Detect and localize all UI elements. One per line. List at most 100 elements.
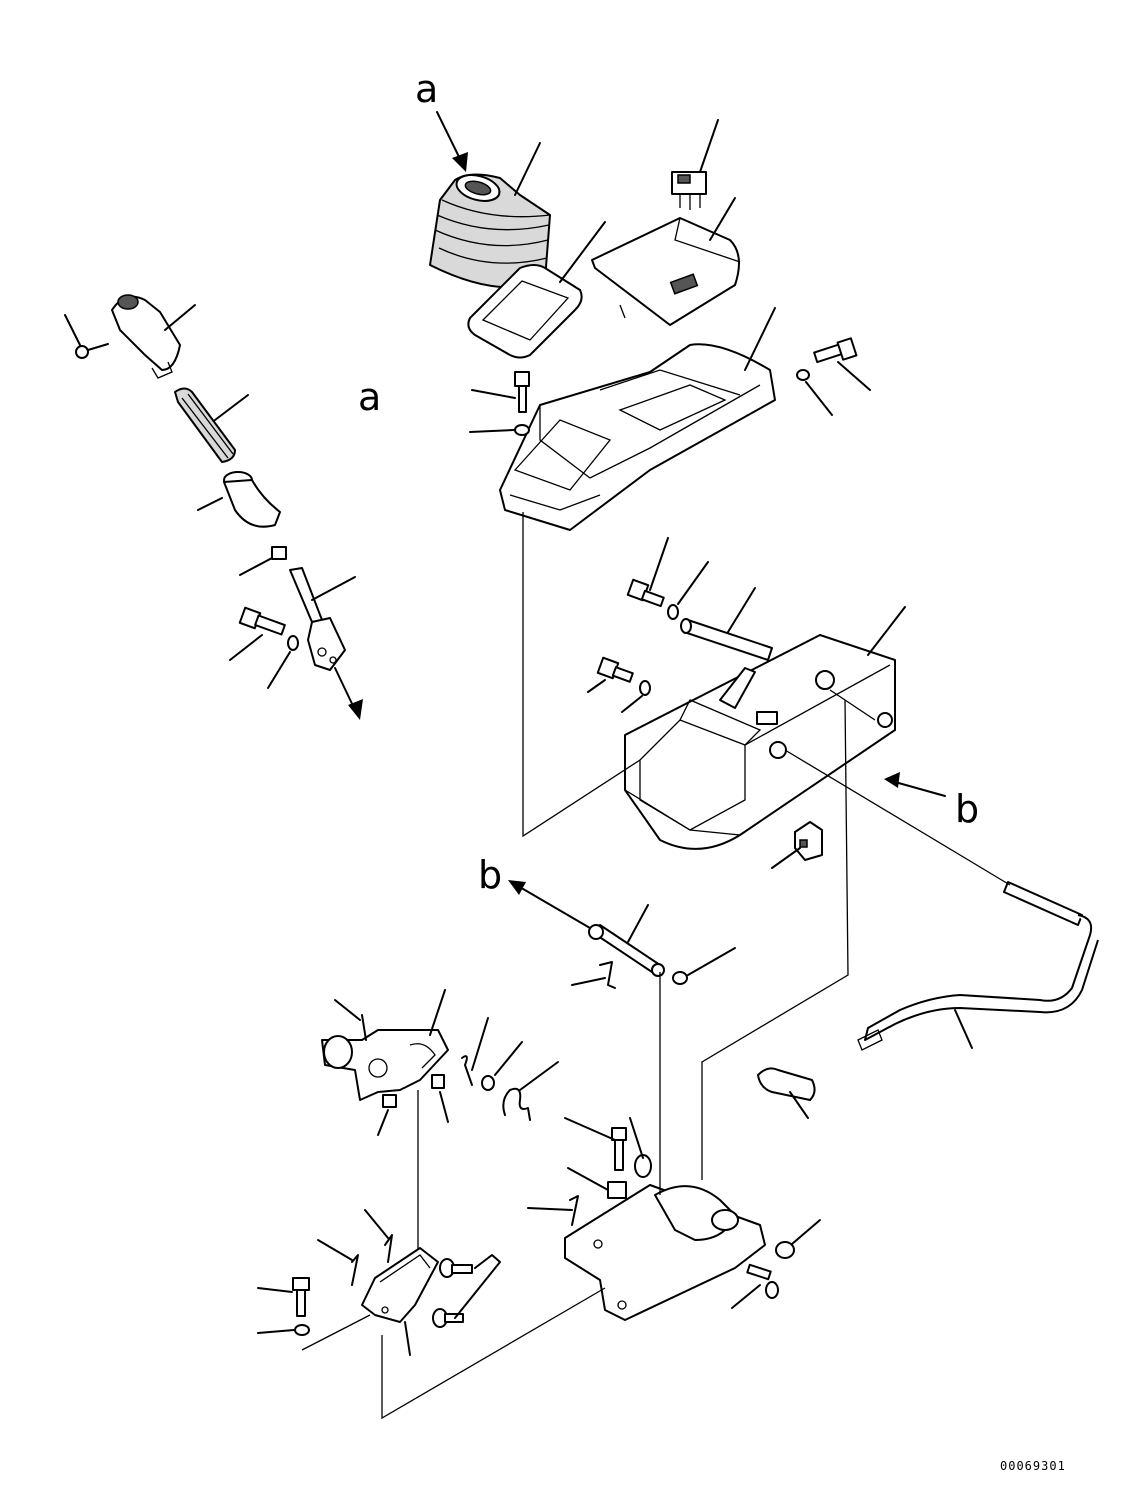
lever-nut — [271, 546, 287, 560]
hex-bolt-right — [813, 337, 858, 364]
leader-cotter-link — [471, 1017, 489, 1071]
control-lever-shaft — [289, 567, 346, 671]
leader-boot-base — [197, 497, 223, 511]
lever-boot-base — [223, 471, 281, 528]
pin-link — [361, 1014, 367, 1041]
gas-damper-pin — [588, 924, 665, 977]
leader-knob — [164, 304, 196, 331]
leader-upper-housing — [744, 307, 776, 371]
leader-bolt-bracket-upper — [649, 537, 669, 591]
drawing-number: 00069301 — [1000, 1459, 1066, 1473]
bushing-right — [431, 1074, 445, 1089]
leader-gasket — [559, 221, 606, 283]
washer-damper — [672, 971, 688, 985]
cap-bolt-upper — [514, 371, 530, 413]
arrow-b-right — [884, 772, 946, 797]
cotter-pin-mount-b — [351, 1254, 359, 1286]
bolt-mount-right-a — [439, 1258, 473, 1278]
bushing-left — [382, 1094, 397, 1108]
washer-mount — [294, 1324, 310, 1336]
leader-washer-mount — [257, 1329, 295, 1334]
leader-lock-lever — [954, 1009, 973, 1049]
cotter-pin-damper — [599, 961, 616, 989]
bolt-mount-right-b — [432, 1308, 464, 1328]
washer-upper — [514, 424, 530, 436]
base-plate — [564, 1184, 766, 1321]
washer-lever — [287, 635, 299, 651]
leader-return-spring — [519, 1061, 559, 1091]
leader-washer-lever — [267, 651, 291, 689]
arrow-b-left — [508, 880, 591, 929]
nut-base-left — [607, 1181, 627, 1199]
leader-mount-bolts — [454, 1254, 501, 1319]
leader-washer-bracket-upper — [677, 561, 709, 605]
leader-hex-bolt-lever — [229, 634, 263, 661]
lever-grip-tube — [757, 1067, 816, 1101]
leader-hex-bolt-right — [837, 361, 871, 391]
leader-bolt-mount-vertical — [257, 1287, 293, 1293]
lever-knob — [111, 294, 181, 379]
leader-grip-sleeve — [214, 394, 249, 421]
washer-bracket-lower — [639, 680, 651, 696]
hex-bolt-lever — [238, 606, 286, 636]
upper-console-housing — [499, 343, 776, 531]
leader-bushing-left — [377, 1109, 389, 1136]
leader-cotter-mount-b — [317, 1239, 353, 1261]
bolt-base-lower — [746, 1263, 779, 1299]
ref-label-b-left: b — [478, 853, 502, 897]
leader-mount-bracket — [404, 1321, 411, 1356]
nut-base-far — [775, 1241, 795, 1259]
leader-panel — [709, 197, 736, 241]
leader-grip-tube — [789, 1091, 809, 1119]
leader-bushing-right — [439, 1091, 449, 1123]
leader-switch — [699, 119, 719, 173]
hex-bolt-bracket-upper — [626, 578, 665, 608]
ref-label-a-bottom: a — [358, 375, 381, 419]
cotter-pin-link — [461, 1055, 473, 1086]
bolt-base-center — [611, 1127, 627, 1171]
bolt-mount-vertical — [292, 1277, 310, 1317]
arrow-a-top — [436, 111, 468, 172]
rubber-boot — [429, 173, 551, 289]
leader-lever-nut — [239, 557, 273, 576]
leader-cap-bolt — [471, 389, 516, 399]
pivot-pin-long — [680, 618, 773, 661]
lever-grip-sleeve — [174, 387, 236, 463]
leader-washer-bracket-lower — [621, 695, 643, 713]
leader-boot — [514, 142, 541, 196]
leader-damper-pin — [627, 904, 649, 943]
lower-console-bracket — [624, 634, 896, 850]
washer-link — [481, 1075, 495, 1091]
washer-right — [796, 369, 810, 381]
lever-link-plate — [321, 1029, 449, 1101]
leader-screw-left — [64, 314, 81, 346]
switch-panel-cover — [591, 217, 741, 326]
cotter-pin-mount-a — [384, 1234, 393, 1263]
arrow-a-bottom — [334, 667, 363, 720]
ref-label-a-top: a — [415, 67, 438, 111]
leader-washer-upper — [469, 429, 515, 433]
leader-lower-bracket — [867, 606, 906, 656]
mount-bracket — [361, 1247, 439, 1323]
ref-label-b-right: b — [955, 787, 979, 831]
leader-washer-damper — [687, 947, 736, 976]
leader-nut-base-left — [567, 1167, 609, 1191]
cotter-pin-base — [569, 1195, 579, 1226]
leader-bolt-bracket-lower — [587, 679, 606, 693]
leader-link-plate — [429, 989, 446, 1036]
leader-cotter-base — [527, 1207, 573, 1211]
leader-washer-right — [805, 381, 833, 416]
rocker-switch — [671, 171, 707, 210]
leader-washer-link — [494, 1041, 523, 1076]
washer-bracket-upper — [667, 604, 679, 620]
leader-cotter-damper — [571, 977, 606, 986]
lock-lever-rod — [857, 881, 1099, 1051]
screw-left — [75, 343, 109, 359]
return-spring — [502, 1087, 531, 1121]
leader-lever-shaft — [311, 576, 356, 601]
leader-nut-base-far — [791, 1219, 821, 1245]
leader-cotter-mount-a — [364, 1209, 389, 1239]
leader-nut-base-right — [629, 1117, 644, 1159]
limit-switch — [794, 821, 823, 861]
